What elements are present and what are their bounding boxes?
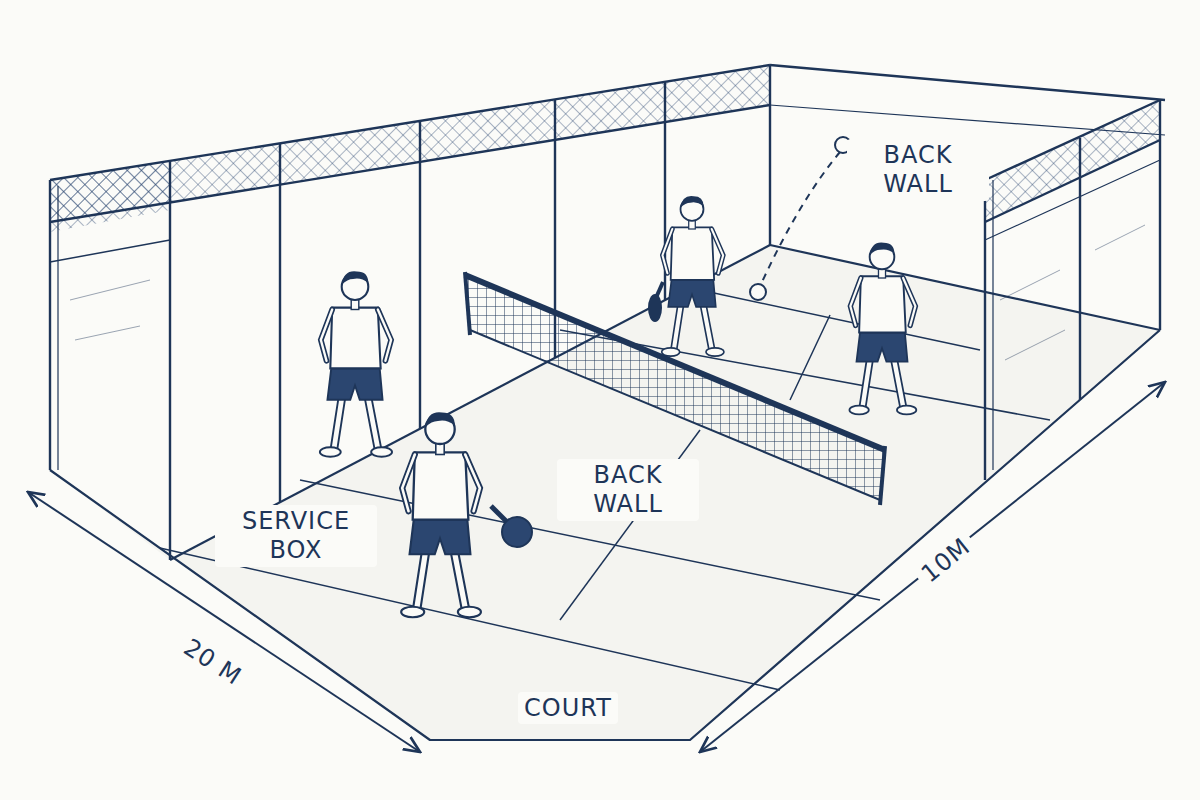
cage-walls xyxy=(50,65,1165,560)
wall-label: BACK WALL xyxy=(847,139,989,201)
area-label: COURT xyxy=(518,692,618,725)
dimension-label: 20 M xyxy=(172,628,253,696)
dimension-lines xyxy=(28,382,1165,752)
dimension-label: 10M xyxy=(910,526,982,593)
ball-path xyxy=(750,137,851,300)
wall-label: BACK WALL xyxy=(557,459,699,521)
players xyxy=(320,196,916,617)
area-label: SERVICE BOX xyxy=(215,505,377,567)
